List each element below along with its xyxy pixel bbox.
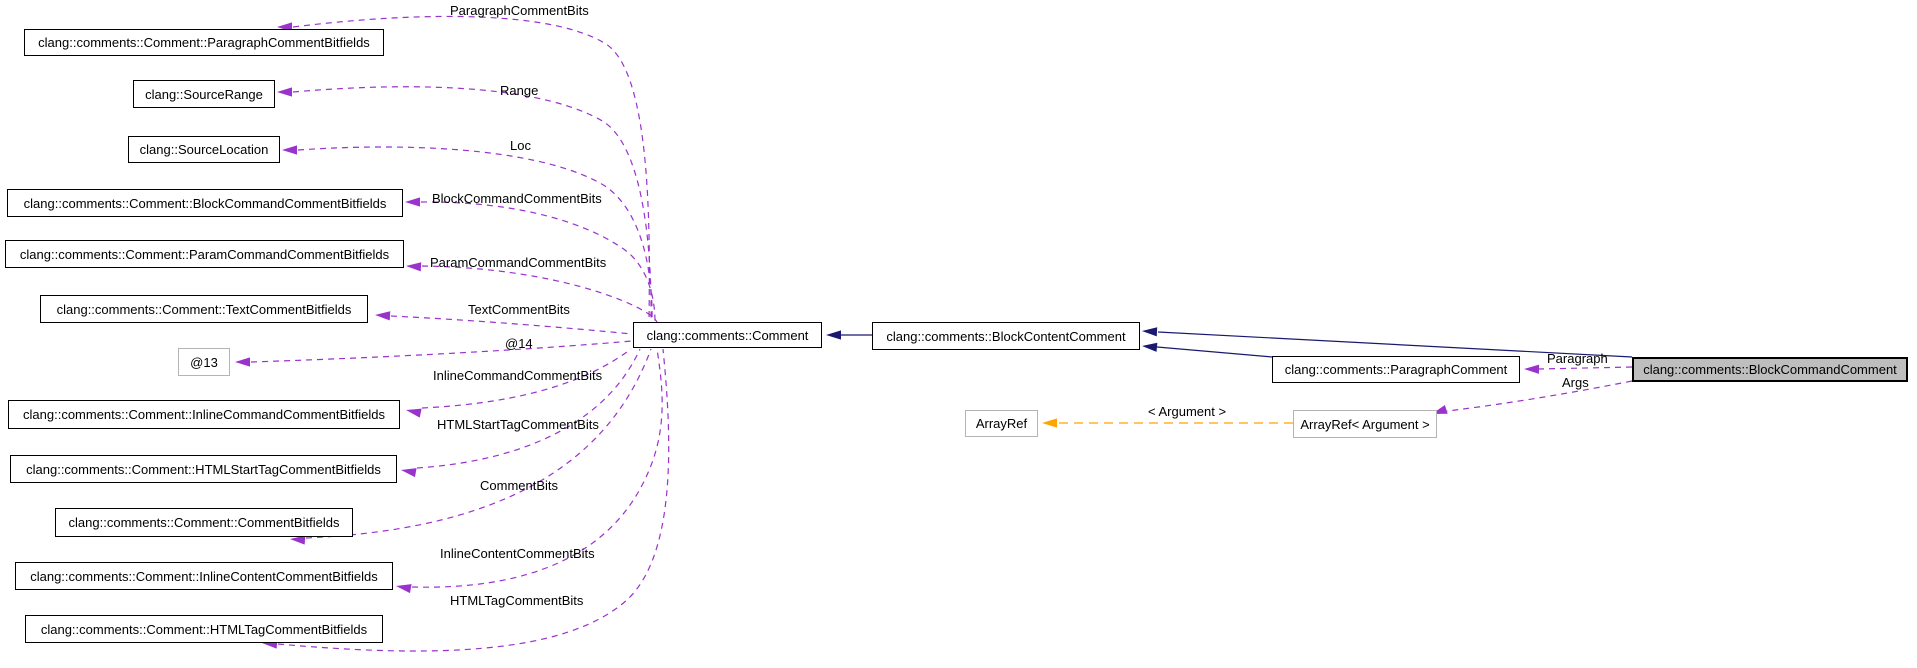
node-source-range[interactable]: clang::SourceRange — [133, 80, 275, 108]
node-html-start-tag-comment-bitfields[interactable]: clang::comments::Comment::HTMLStartTagCo… — [10, 455, 397, 483]
node-comment[interactable]: clang::comments::Comment — [633, 322, 822, 348]
edge-inline-command-comment-bits — [421, 348, 632, 409]
node-paragraph-comment[interactable]: clang::comments::ParagraphComment — [1272, 356, 1520, 383]
edge-label-loc: Loc — [510, 138, 531, 153]
node-block-command-comment-bitfields[interactable]: clang::comments::Comment::BlockCommandCo… — [7, 189, 403, 217]
edge-label-block-command-comment-bits: BlockCommandCommentBits — [432, 191, 602, 206]
edge-label-at14: @14 — [505, 336, 533, 351]
arrowhead-template-argument — [1042, 418, 1057, 428]
node-html-tag-comment-bitfields[interactable]: clang::comments::Comment::HTMLTagComment… — [25, 615, 383, 643]
edge-label-paragraph: Paragraph — [1547, 351, 1608, 366]
edge-label-comment-bits: CommentBits — [480, 478, 559, 493]
node-paragraph-comment-bitfields[interactable]: clang::comments::Comment::ParagraphComme… — [24, 29, 384, 56]
edge-at14 — [250, 340, 633, 363]
node-block-content-comment[interactable]: clang::comments::BlockContentComment — [872, 322, 1140, 350]
edge-label-inline-command-comment-bits: InlineCommandCommentBits — [433, 368, 603, 383]
arrowhead-inherit-paragraph-to-blockcontent — [1142, 342, 1158, 352]
arrowhead-loc — [282, 145, 297, 155]
edge-inherit-paragraph-to-blockcontent — [1156, 346, 1273, 358]
node-at13[interactable]: @13 — [178, 348, 230, 376]
edge-member-paragraph — [1538, 366, 1633, 370]
edge-block-command-comment-bits — [420, 201, 656, 323]
edge-label-template-argument: < Argument > — [1148, 404, 1227, 419]
edge-loc — [297, 146, 653, 323]
node-param-command-comment-bitfields[interactable]: clang::comments::Comment::ParamCommandCo… — [5, 240, 404, 268]
edge-label-html-start-tag-comment-bits: HTMLStartTagCommentBits — [437, 417, 599, 432]
arrowhead-at14 — [235, 357, 250, 367]
arrowhead-inline-command-comment-bits — [406, 408, 422, 418]
arrowhead-range — [277, 87, 292, 97]
edge-label-inline-content-comment-bits: InlineContentCommentBits — [440, 546, 595, 561]
node-arrayref-argument[interactable]: ArrayRef< Argument > — [1293, 410, 1437, 438]
node-source-location[interactable]: clang::SourceLocation — [128, 136, 280, 163]
edge-html-tag-comment-bits — [277, 348, 670, 652]
edge-inline-content-comment-bits — [411, 348, 663, 588]
node-text-comment-bitfields[interactable]: clang::comments::Comment::TextCommentBit… — [40, 295, 368, 323]
arrowhead-html-start-tag-comment-bits — [401, 468, 417, 478]
arrowhead-text-comment-bits — [375, 311, 391, 321]
arrowhead-comment-bits — [290, 535, 306, 545]
edge-label-range: Range — [500, 83, 539, 98]
arrowhead-inherit-blockcontent-to-comment — [826, 330, 841, 340]
arrowhead-inline-content-comment-bits — [396, 584, 412, 594]
edge-label-paragraph-comment-bits: ParagraphCommentBits — [450, 3, 589, 18]
arrowhead-member-paragraph — [1524, 364, 1540, 374]
arrowhead-block-command-comment-bits — [405, 197, 420, 207]
node-comment-bitfields[interactable]: clang::comments::Comment::CommentBitfiel… — [55, 508, 353, 537]
edge-range — [292, 86, 652, 323]
edge-member-args — [1446, 380, 1633, 412]
edge-html-start-tag-comment-bits — [416, 348, 641, 469]
edge-label-args: Args — [1562, 375, 1589, 390]
edge-label-text-comment-bits: TextCommentBits — [468, 302, 570, 317]
arrowhead-param-command-comment-bits — [406, 262, 422, 272]
node-arrayref[interactable]: ArrayRef — [965, 410, 1038, 437]
edge-param-command-comment-bits — [421, 265, 658, 323]
arrowhead-inherit-blockcommand-to-blockcontent — [1142, 327, 1158, 337]
edge-text-comment-bits — [390, 315, 633, 335]
node-block-command-comment[interactable]: clang::comments::BlockCommandComment — [1632, 357, 1908, 382]
node-inline-content-comment-bitfields[interactable]: clang::comments::Comment::InlineContentC… — [15, 562, 393, 590]
edge-label-param-command-comment-bits: ParamCommandCommentBits — [430, 255, 607, 270]
edge-paragraph-comment-bits — [292, 15, 650, 323]
node-inline-command-comment-bitfields[interactable]: clang::comments::Comment::InlineCommandC… — [8, 400, 400, 429]
edge-inherit-blockcommand-to-blockcontent — [1157, 331, 1633, 358]
edge-label-html-tag-comment-bits: HTMLTagCommentBits — [450, 593, 584, 608]
